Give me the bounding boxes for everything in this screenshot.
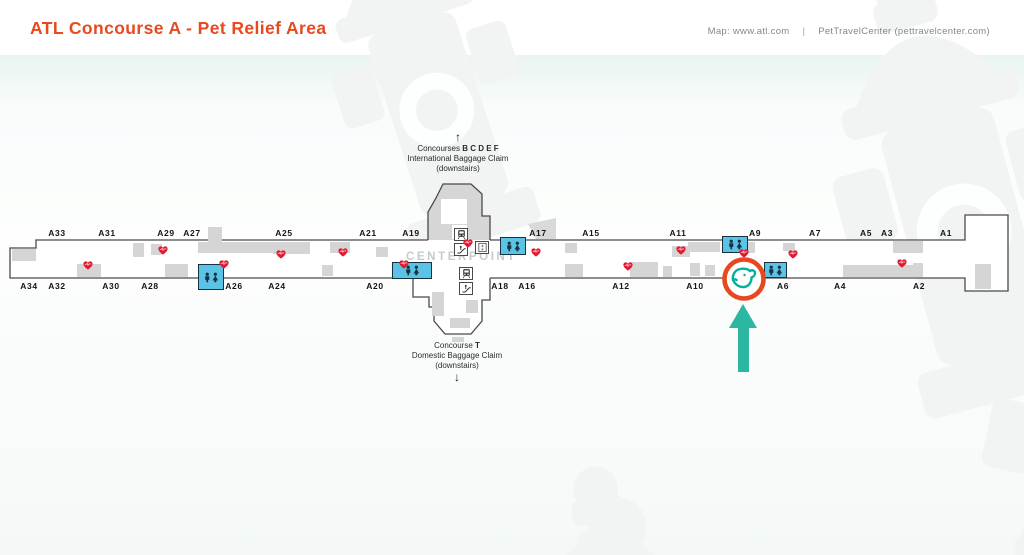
south-annotation-line2: Domestic Baggage Claim	[411, 351, 503, 360]
building-block	[690, 263, 700, 276]
north-line1-bold: B C D E F	[462, 144, 499, 153]
building-block	[565, 264, 583, 277]
gate-label-A30: A30	[102, 281, 120, 291]
gate-label-A5: A5	[859, 228, 873, 238]
page-title: ATL Concourse A - Pet Relief Area	[30, 18, 327, 38]
gate-label-A18: A18	[491, 281, 509, 291]
north-annotation-line3: (downstairs)	[436, 164, 480, 173]
up-arrow-icon: ↑	[455, 130, 461, 144]
elevator-icon	[475, 241, 489, 254]
building-block	[893, 241, 923, 253]
gate-label-A17: A17	[529, 228, 547, 238]
gate-label-A29: A29	[157, 228, 175, 238]
building-block	[151, 244, 162, 255]
gate-label-A1: A1	[939, 228, 953, 238]
gate-label-A20: A20	[366, 281, 384, 291]
building-block	[913, 263, 923, 277]
building-block	[330, 242, 350, 253]
building-block	[747, 242, 755, 253]
gate-label-A31: A31	[98, 228, 116, 238]
source-site-text: PetTravelCenter (pettravelcenter.com)	[818, 26, 990, 37]
gate-label-A34: A34	[20, 281, 38, 291]
hub-interior-patch	[441, 199, 467, 224]
restroom-icon	[500, 237, 526, 255]
source-map-text: Map: www.atl.com	[707, 26, 790, 37]
building-block	[208, 227, 222, 243]
gate-label-A12: A12	[612, 281, 630, 291]
train-icon	[454, 228, 468, 241]
south-annotation: Concourse T Domestic Baggage Claim (down…	[357, 341, 557, 384]
train-icon	[459, 267, 473, 280]
building-block	[198, 242, 273, 253]
building-block	[466, 300, 478, 313]
gate-label-A15: A15	[582, 228, 600, 238]
gate-label-A25: A25	[275, 228, 293, 238]
gate-label-A21: A21	[359, 228, 377, 238]
building-block	[705, 265, 715, 276]
dog-icon	[731, 267, 757, 289]
source-separator: |	[802, 26, 806, 37]
gate-label-A10: A10	[686, 281, 704, 291]
gate-label-A32: A32	[48, 281, 66, 291]
building-block	[165, 264, 188, 277]
gate-label-A7: A7	[808, 228, 822, 238]
restroom-icon	[764, 262, 787, 278]
building-block	[77, 264, 101, 277]
building-block	[452, 337, 464, 342]
escalator-icon	[454, 243, 468, 256]
building-block	[975, 264, 991, 289]
building-block	[12, 249, 36, 261]
building-block	[783, 243, 795, 251]
building-block	[322, 265, 333, 276]
gate-label-A19: A19	[402, 228, 420, 238]
north-annotation-line1: Concourses B C D E F	[358, 144, 558, 154]
header: ATL Concourse A - Pet Relief Area Map: w…	[0, 0, 1024, 55]
south-line1-bold: T	[475, 341, 480, 350]
building-block	[376, 247, 388, 257]
building-block	[565, 243, 577, 253]
pet-relief-pointer-arrow	[729, 304, 757, 372]
gate-label-A2: A2	[912, 281, 926, 291]
building-block	[688, 242, 720, 252]
building-block	[450, 318, 470, 328]
north-annotation: ↑ Concourses B C D E F International Bag…	[358, 131, 558, 174]
building-block	[630, 262, 658, 277]
gate-label-A26: A26	[225, 281, 243, 291]
gate-label-A11: A11	[669, 228, 687, 238]
gate-label-A6: A6	[776, 281, 790, 291]
south-annotation-line1: Concourse T	[357, 341, 557, 351]
source-note: Map: www.atl.com | PetTravelCenter (pett…	[708, 26, 990, 37]
gate-label-A3: A3	[880, 228, 894, 238]
gate-label-A28: A28	[141, 281, 159, 291]
south-annotation-line3: (downstairs)	[435, 361, 479, 370]
down-arrow-icon: ↓	[454, 370, 460, 384]
north-line1-prefix: Concourses	[417, 144, 460, 153]
building-block	[663, 266, 672, 277]
gate-label-A4: A4	[833, 281, 847, 291]
gate-label-A27: A27	[183, 228, 201, 238]
escalator-icon	[459, 282, 473, 295]
concourse-walls	[9, 214, 1009, 292]
gate-label-A9: A9	[748, 228, 762, 238]
building-block	[432, 292, 444, 316]
restroom-icon	[198, 264, 224, 290]
north-hub-annex	[528, 218, 556, 239]
south-line1-prefix: Concourse	[434, 341, 473, 350]
gate-label-A16: A16	[518, 281, 536, 291]
gate-label-A33: A33	[48, 228, 66, 238]
restroom-icon	[722, 236, 748, 253]
pet-relief-marker[interactable]	[722, 257, 766, 301]
north-annotation-line2: International Baggage Claim	[407, 154, 509, 163]
building-block	[843, 265, 915, 277]
building-block	[133, 243, 144, 257]
centerpoint-label: CENTERPOINT	[406, 251, 518, 263]
gate-label-A24: A24	[268, 281, 286, 291]
